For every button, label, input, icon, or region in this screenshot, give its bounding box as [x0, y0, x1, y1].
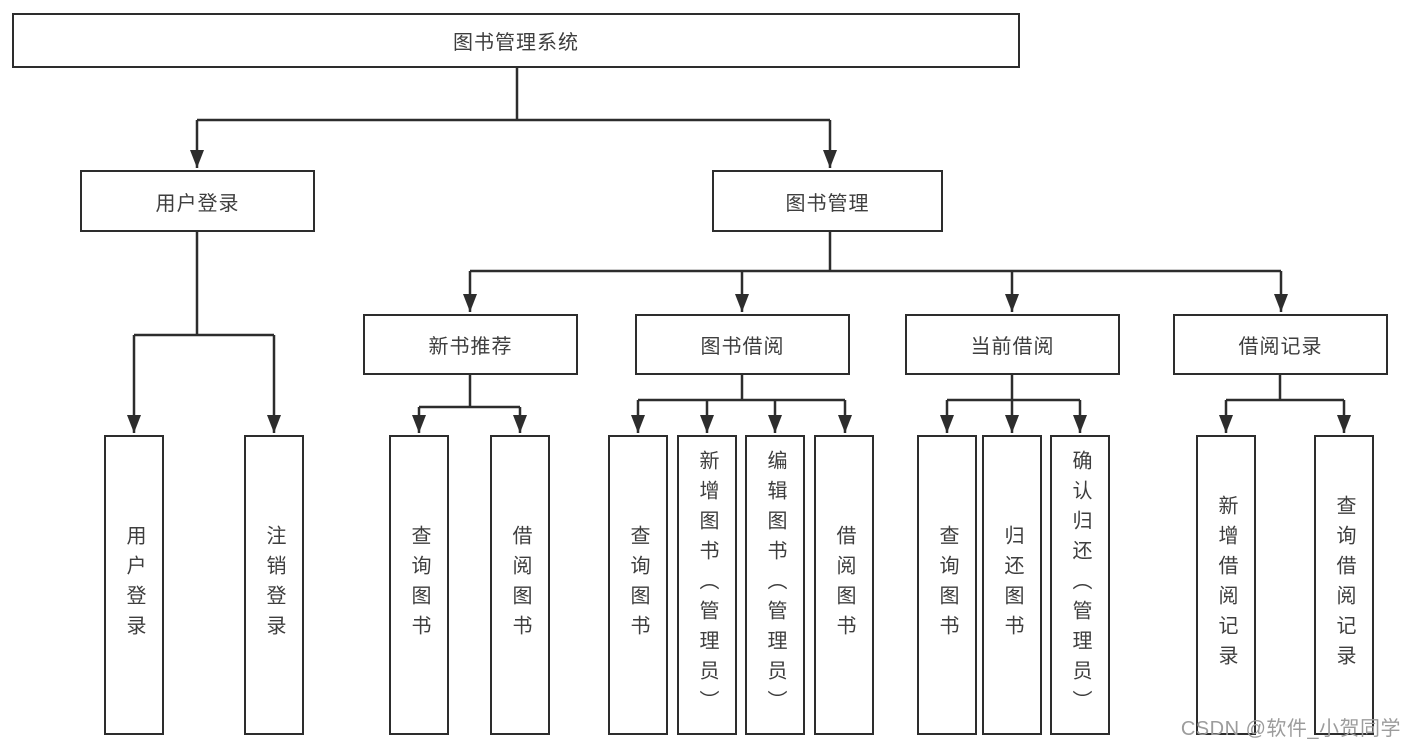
watermark: CSDN @软件_小贺同学	[1180, 718, 1401, 740]
node-label: 借阅记录	[1238, 336, 1323, 358]
node-leaf-query-books-borrowing: 查询图书	[608, 435, 668, 735]
node-leaf-add-borrow-record: 新增借阅记录	[1196, 435, 1256, 735]
node-label: 当前借阅	[970, 336, 1055, 358]
node-borrowing-records: 借阅记录	[1173, 314, 1388, 375]
node-label: 用户登录	[123, 525, 145, 645]
node-leaf-user-login: 用户登录	[104, 435, 164, 735]
node-label: 查询图书	[627, 525, 649, 645]
node-leaf-query-books-current: 查询图书	[917, 435, 977, 735]
node-leaf-return-book: 归还图书	[982, 435, 1042, 735]
node-book-borrowing: 图书借阅	[635, 314, 850, 375]
node-leaf-borrow-books-borrowing: 借阅图书	[814, 435, 874, 735]
node-label: 用户登录	[155, 192, 240, 215]
node-leaf-logout: 注销登录	[244, 435, 304, 735]
node-label: 注销登录	[263, 525, 285, 645]
node-leaf-query-borrow-record: 查询借阅记录	[1314, 435, 1374, 735]
node-label: 编辑图书（管理员）	[764, 450, 786, 720]
node-label: 新增图书（管理员）	[696, 450, 718, 720]
node-user-login: 用户登录	[80, 170, 315, 232]
node-book-management: 图书管理	[712, 170, 943, 232]
node-label: 借阅图书	[833, 525, 855, 645]
node-label: 新增借阅记录	[1215, 495, 1237, 675]
node-label: 图书借阅	[700, 336, 785, 358]
node-label: 查询借阅记录	[1333, 495, 1355, 675]
node-new-book-recommendation: 新书推荐	[363, 314, 578, 375]
node-leaf-borrow-books-recommend: 借阅图书	[490, 435, 550, 735]
node-leaf-edit-book-admin: 编辑图书（管理员）	[745, 435, 805, 735]
node-label: 查询图书	[936, 525, 958, 645]
node-label: 新书推荐	[428, 336, 513, 358]
node-leaf-query-books-recommend: 查询图书	[389, 435, 449, 735]
node-label: 归还图书	[1001, 525, 1023, 645]
node-library-management-system: 图书管理系统	[12, 13, 1020, 68]
node-label: 确认归还（管理员）	[1069, 450, 1091, 720]
node-current-borrowing: 当前借阅	[905, 314, 1120, 375]
node-label: 图书管理	[785, 192, 870, 215]
node-label: 图书管理系统	[453, 32, 579, 54]
node-leaf-confirm-return-admin: 确认归还（管理员）	[1050, 435, 1110, 735]
node-label: 借阅图书	[509, 525, 531, 645]
node-leaf-add-book-admin: 新增图书（管理员）	[677, 435, 737, 735]
node-label: 查询图书	[408, 525, 430, 645]
